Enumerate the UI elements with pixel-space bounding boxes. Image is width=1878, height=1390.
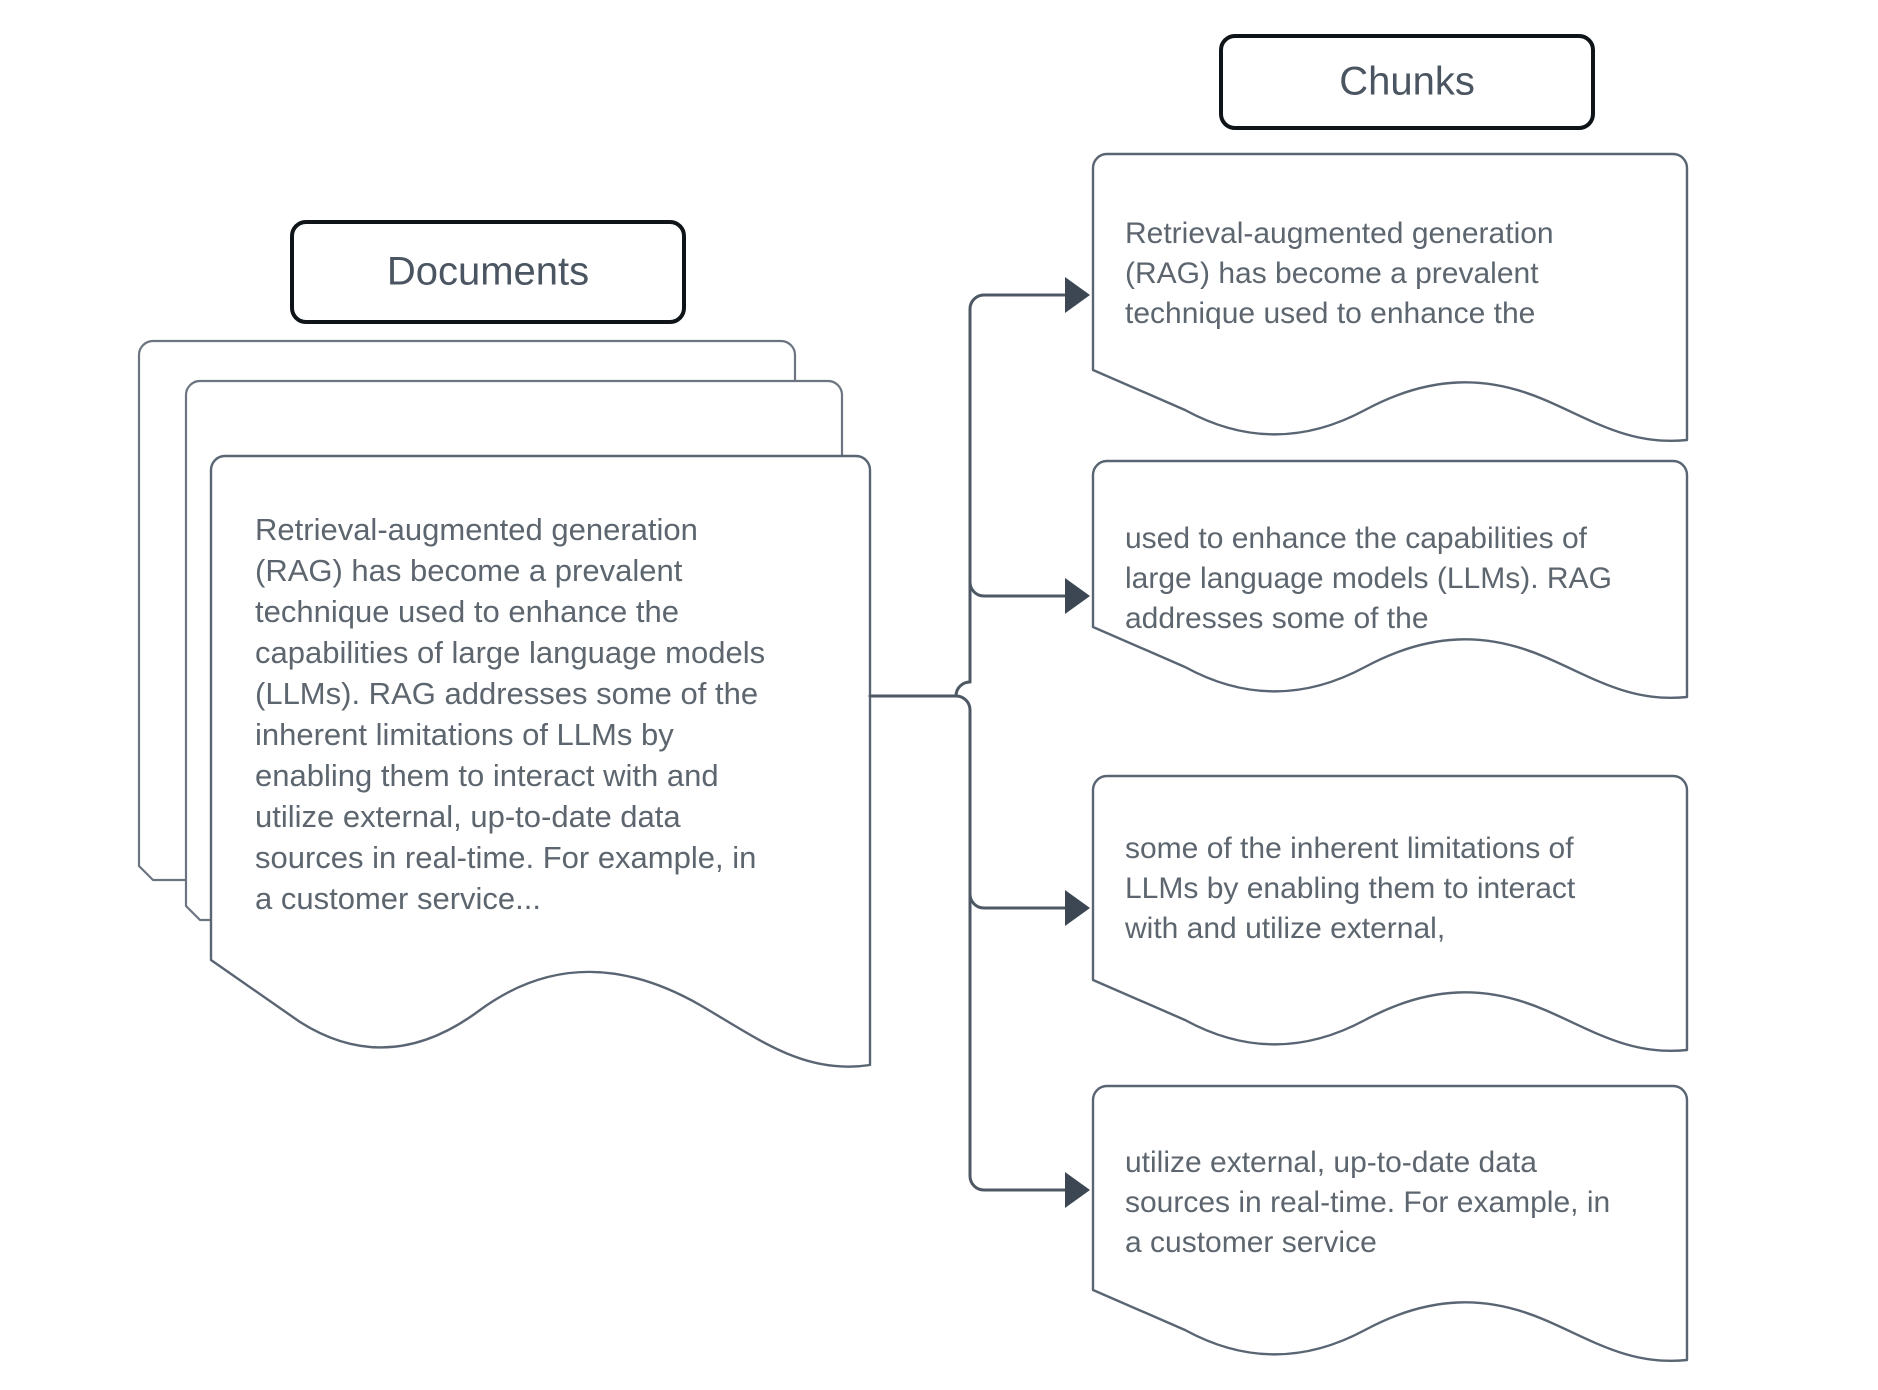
chunk-card-4-shape bbox=[1091, 1084, 1689, 1363]
connector-trunk bbox=[868, 694, 972, 712]
chunk-line: addresses some of the bbox=[1125, 602, 1429, 635]
chunk-line: utilize external, up-to-date data bbox=[1125, 1146, 1537, 1179]
chunk-card-3-shape bbox=[1091, 774, 1689, 1053]
chunks-label-text: Chunks bbox=[1339, 60, 1475, 104]
chunk-card-3[interactable]: some of the inherent limitations of LLMs… bbox=[1091, 774, 1689, 1053]
connector-branch-1 bbox=[968, 293, 1067, 684]
chunk-line: (RAG) has become a prevalent bbox=[1125, 257, 1539, 290]
chunk-line: LLMs by enabling them to interact bbox=[1125, 872, 1576, 905]
document-line: (RAG) has become a prevalent bbox=[255, 553, 683, 588]
document-line: (LLMs). RAG addresses some of the bbox=[255, 676, 758, 711]
chunk-card-4[interactable]: utilize external, up-to-date data source… bbox=[1091, 1084, 1689, 1363]
connector-trunk-upper-join bbox=[954, 680, 972, 698]
chunk-3-text-block: some of the inherent limitations of LLMs… bbox=[1124, 832, 1584, 945]
chunk-line: Retrieval-augmented generation bbox=[1125, 217, 1554, 250]
chunk-card-1[interactable]: Retrieval-augmented generation (RAG) has… bbox=[1091, 152, 1689, 443]
document-line: capabilities of large language models bbox=[255, 635, 765, 670]
document-line: a customer service... bbox=[255, 881, 541, 916]
connector-branch-2 bbox=[968, 580, 1067, 684]
chunk-line: some of the inherent limitations of bbox=[1125, 832, 1574, 865]
connector-group bbox=[868, 277, 1090, 1208]
chunks-label-box[interactable]: Chunks bbox=[1219, 34, 1595, 130]
arrow-head-1 bbox=[1065, 277, 1090, 313]
arrow-head-2 bbox=[1065, 578, 1090, 614]
chunk-line: a customer service bbox=[1125, 1226, 1377, 1259]
documents-label-box-rect bbox=[290, 220, 686, 324]
chunk-line: large language models (LLMs). RAG bbox=[1125, 562, 1612, 595]
arrow-head-3 bbox=[1065, 890, 1090, 926]
document-line: inherent limitations of LLMs by bbox=[255, 717, 674, 752]
chunk-line: used to enhance the capabilities of bbox=[1125, 522, 1588, 555]
chunk-card-2-shape bbox=[1091, 459, 1689, 700]
document-line: enabling them to interact with and bbox=[255, 758, 719, 793]
document-line: Retrieval-augmented generation bbox=[255, 512, 698, 547]
chunk-line: technique used to enhance the bbox=[1125, 297, 1535, 330]
document-line: technique used to enhance the bbox=[255, 594, 679, 629]
chunk-card-1-shape bbox=[1091, 152, 1689, 443]
chunk-1-text-block: Retrieval-augmented generation (RAG) has… bbox=[1125, 217, 1562, 330]
document-sheet-front bbox=[209, 454, 872, 1068]
chunk-card-2[interactable]: used to enhance the capabilities of larg… bbox=[1091, 459, 1689, 700]
connector-branch-4 bbox=[968, 708, 1067, 1192]
document-line: utilize external, up-to-date data bbox=[255, 799, 681, 834]
chunk-4-text-block: utilize external, up-to-date data source… bbox=[1125, 1146, 1619, 1259]
document-stack[interactable]: Retrieval-augmented generation (RAG) has… bbox=[137, 339, 872, 1068]
connector-branch-3 bbox=[968, 708, 1067, 910]
chunk-line: with and utilize external, bbox=[1124, 912, 1445, 945]
document-line: sources in real-time. For example, in bbox=[255, 840, 756, 875]
documents-label-text: Documents bbox=[387, 250, 589, 294]
arrow-head-4 bbox=[1065, 1172, 1090, 1208]
documents-label-box[interactable]: Documents bbox=[290, 220, 686, 324]
chunks-label-box-rect bbox=[1219, 34, 1595, 130]
chunk-line: sources in real-time. For example, in bbox=[1125, 1186, 1610, 1219]
chunk-2-text-block: used to enhance the capabilities of larg… bbox=[1125, 522, 1620, 635]
document-text-block: Retrieval-augmented generation (RAG) has… bbox=[255, 512, 774, 916]
